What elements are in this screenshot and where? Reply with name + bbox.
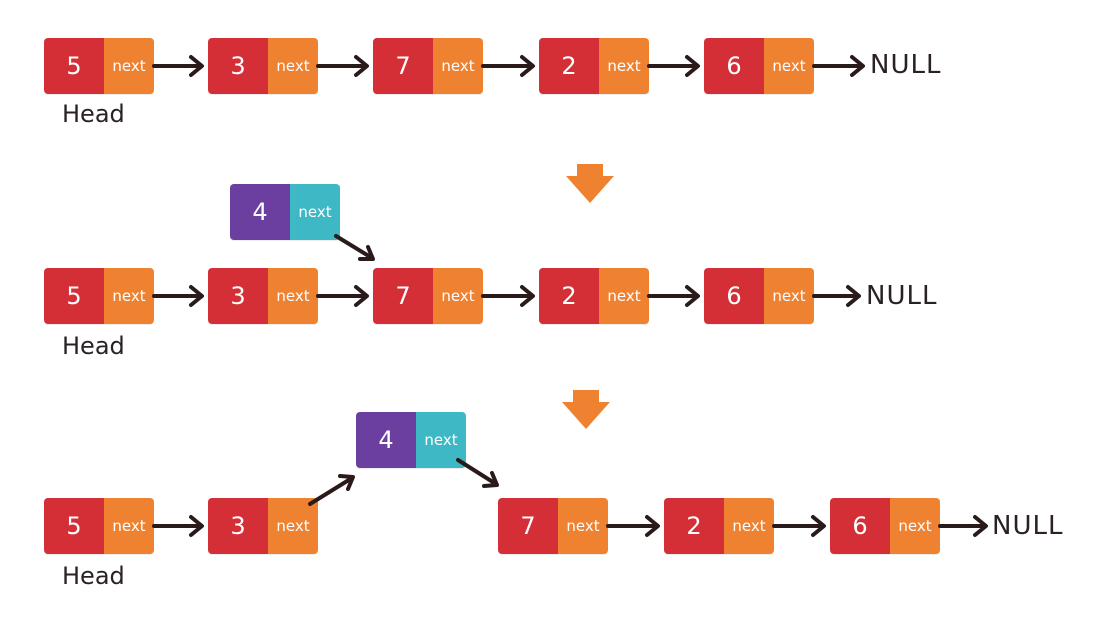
node-value: 7 bbox=[498, 498, 558, 554]
row1-node-1: 5 next bbox=[44, 38, 154, 94]
node-value: 6 bbox=[830, 498, 890, 554]
row1-node-4: 2 next bbox=[539, 38, 649, 94]
row3-node-1: 5 next bbox=[44, 498, 154, 554]
row3-new-node: 4 next bbox=[356, 412, 466, 468]
row1-null-label: NULL bbox=[870, 50, 942, 80]
node-value: 4 bbox=[230, 184, 290, 240]
down-arrow-1 bbox=[566, 164, 614, 203]
row2-node-2: 3 next bbox=[208, 268, 318, 324]
node-value: 2 bbox=[539, 38, 599, 94]
node-value: 3 bbox=[208, 498, 268, 554]
row1-pointer-arrow-2 bbox=[316, 55, 369, 77]
row3-pointer-arrow-4 bbox=[938, 515, 988, 537]
row1-node-3: 7 next bbox=[373, 38, 483, 94]
row2-node-1: 5 next bbox=[44, 268, 154, 324]
row1-pointer-arrow-3 bbox=[481, 55, 535, 77]
node-next-pointer: next bbox=[104, 38, 154, 94]
row1-pointer-arrow-5 bbox=[812, 55, 865, 77]
node-next-pointer: next bbox=[599, 268, 649, 324]
node-next-pointer: next bbox=[268, 498, 318, 554]
node-value: 2 bbox=[539, 268, 599, 324]
node-value: 3 bbox=[208, 38, 268, 94]
node-next-pointer: next bbox=[558, 498, 608, 554]
row1-head-label: Head bbox=[62, 100, 125, 128]
node-value: 7 bbox=[373, 268, 433, 324]
row1-node-2: 3 next bbox=[208, 38, 318, 94]
node-next-pointer: next bbox=[764, 38, 814, 94]
row3-node-4: 2 next bbox=[664, 498, 774, 554]
node-next-pointer: next bbox=[599, 38, 649, 94]
node-next-pointer: next bbox=[890, 498, 940, 554]
row3-pointer-arrow-1 bbox=[152, 515, 204, 537]
node-next-pointer: next bbox=[104, 498, 154, 554]
node-next-pointer: next bbox=[433, 268, 483, 324]
node-value: 3 bbox=[208, 268, 268, 324]
row3-pointer-arrow-2 bbox=[606, 515, 660, 537]
node-value: 2 bbox=[664, 498, 724, 554]
row1-pointer-arrow-1 bbox=[152, 55, 204, 77]
row2-pointer-arrow-4 bbox=[647, 285, 700, 307]
row2-node-3: 7 next bbox=[373, 268, 483, 324]
row3-node-3: 7 next bbox=[498, 498, 608, 554]
node-next-pointer: next bbox=[433, 38, 483, 94]
node-next-pointer: next bbox=[416, 412, 466, 468]
node-value: 6 bbox=[704, 38, 764, 94]
row2-head-label: Head bbox=[62, 332, 125, 360]
row2-pointer-arrow-2 bbox=[316, 285, 369, 307]
node-next-pointer: next bbox=[268, 268, 318, 324]
row2-pointer-arrow-5 bbox=[812, 285, 861, 307]
node-value: 5 bbox=[44, 38, 104, 94]
row2-node-4: 2 next bbox=[539, 268, 649, 324]
row2-new-node: 4 next bbox=[230, 184, 340, 240]
row2-node-5: 6 next bbox=[704, 268, 814, 324]
node-value: 5 bbox=[44, 498, 104, 554]
row2-pointer-arrow-3 bbox=[481, 285, 535, 307]
down-arrow-2 bbox=[562, 390, 610, 429]
node-next-pointer: next bbox=[724, 498, 774, 554]
row2-null-label: NULL bbox=[866, 281, 938, 311]
row1-pointer-arrow-4 bbox=[647, 55, 700, 77]
row3-head-label: Head bbox=[62, 562, 125, 590]
row3-pointer-arrow-3 bbox=[772, 515, 826, 537]
row3-node-2: 3 next bbox=[208, 498, 318, 554]
node-next-pointer: next bbox=[104, 268, 154, 324]
node-value: 6 bbox=[704, 268, 764, 324]
row2-pointer-arrow-1 bbox=[152, 285, 204, 307]
node-next-pointer: next bbox=[290, 184, 340, 240]
node-next-pointer: next bbox=[268, 38, 318, 94]
node-next-pointer: next bbox=[764, 268, 814, 324]
node-value: 4 bbox=[356, 412, 416, 468]
row1-node-5: 6 next bbox=[704, 38, 814, 94]
row2-new-node-arrow bbox=[334, 234, 375, 261]
row3-null-label: NULL bbox=[992, 511, 1064, 541]
node-value: 7 bbox=[373, 38, 433, 94]
node-value: 5 bbox=[44, 268, 104, 324]
row3-node-5: 6 next bbox=[830, 498, 940, 554]
